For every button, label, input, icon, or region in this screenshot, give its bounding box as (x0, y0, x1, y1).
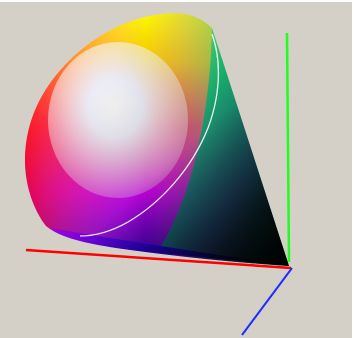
cone-surface (24, 13, 290, 266)
green-axis (285, 32, 291, 263)
blue-axis (241, 267, 293, 336)
viewport-top-border (0, 0, 354, 2)
cone-rim-outline (79, 33, 220, 237)
viewport-right-border (352, 0, 354, 338)
red-axis (25, 248, 292, 270)
